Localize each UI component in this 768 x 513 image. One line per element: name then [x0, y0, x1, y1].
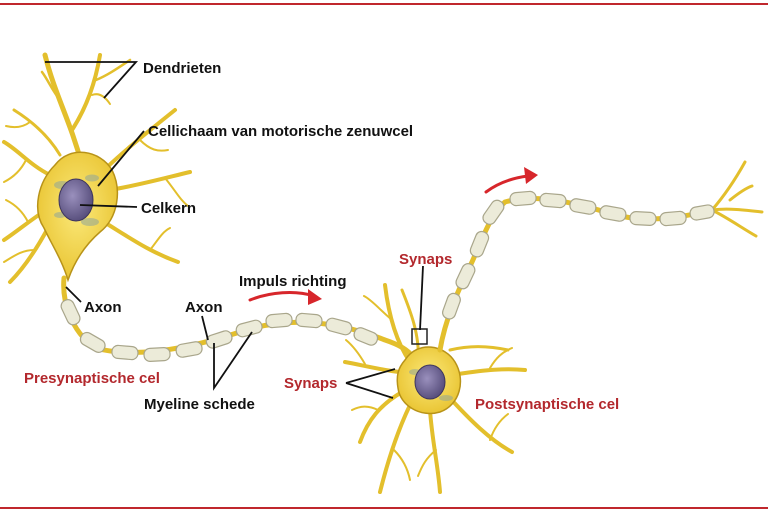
myelin-segment [79, 331, 106, 353]
presynaptic-dendrites [2, 52, 192, 284]
myelin-segment [689, 204, 715, 221]
myelin-segment [442, 292, 461, 320]
leader-lines [45, 61, 424, 399]
myelin-segment [60, 299, 81, 326]
curved-arrow-right-icon [248, 289, 322, 305]
label-nucleus: Celkern [141, 200, 196, 217]
label-dendrites: Dendrieten [143, 60, 221, 77]
label-impulse-direction: Impuls richting [239, 273, 347, 290]
myelin-segment [353, 327, 379, 346]
leader-axon-mid [201, 315, 209, 341]
myelin-segment [143, 347, 171, 362]
leader-synapse-top [419, 265, 424, 331]
label-myelin-sheath: Myeline schede [144, 396, 255, 413]
postsynaptic-dendrites [343, 283, 527, 494]
myelin-segment [111, 344, 139, 361]
myelin-segment [265, 312, 293, 329]
curved-arrow-right-icon [484, 167, 538, 194]
label-synapses: Synaps [284, 375, 337, 392]
postsynaptic-nucleus [414, 364, 446, 400]
label-axon-mid: Axon [185, 299, 223, 316]
leader-nucleus [79, 204, 138, 208]
myelin-segment [659, 210, 687, 227]
myelin-segment [599, 205, 627, 222]
myelin-segment [629, 211, 657, 226]
myelin-segment [482, 199, 505, 225]
label-postsynaptic-cell: Postsynaptische cel [475, 396, 619, 413]
leader-cell-body [97, 130, 145, 187]
myelin-segment [175, 341, 203, 358]
myelin-segment [509, 190, 537, 207]
myelin-segment [455, 263, 476, 290]
myelin-segment [325, 317, 353, 336]
label-synapse-top: Synaps [399, 251, 452, 268]
myelin-segments-axon [60, 299, 379, 362]
myelin-segment [569, 198, 597, 215]
label-cell-body: Cellichaam van motorische zenuwcel [148, 123, 413, 140]
axon-terminals [710, 160, 764, 238]
myelin-segment [469, 230, 490, 258]
presynaptic-nucleus [58, 178, 94, 222]
leader-dendrites [45, 61, 139, 99]
presynaptic-axon [61, 275, 415, 359]
label-presynaptic-cell: Presynaptische cel [24, 370, 160, 387]
leader-synapses [345, 368, 396, 399]
myelin-segment [539, 192, 567, 209]
myelin-segment [205, 330, 233, 349]
label-axon-left: Axon [84, 299, 122, 316]
myelin-segment [295, 312, 323, 329]
myelin-segments-postsynaptic [442, 190, 715, 320]
leader-myelin [213, 331, 253, 391]
leader-axon-left [65, 286, 82, 303]
